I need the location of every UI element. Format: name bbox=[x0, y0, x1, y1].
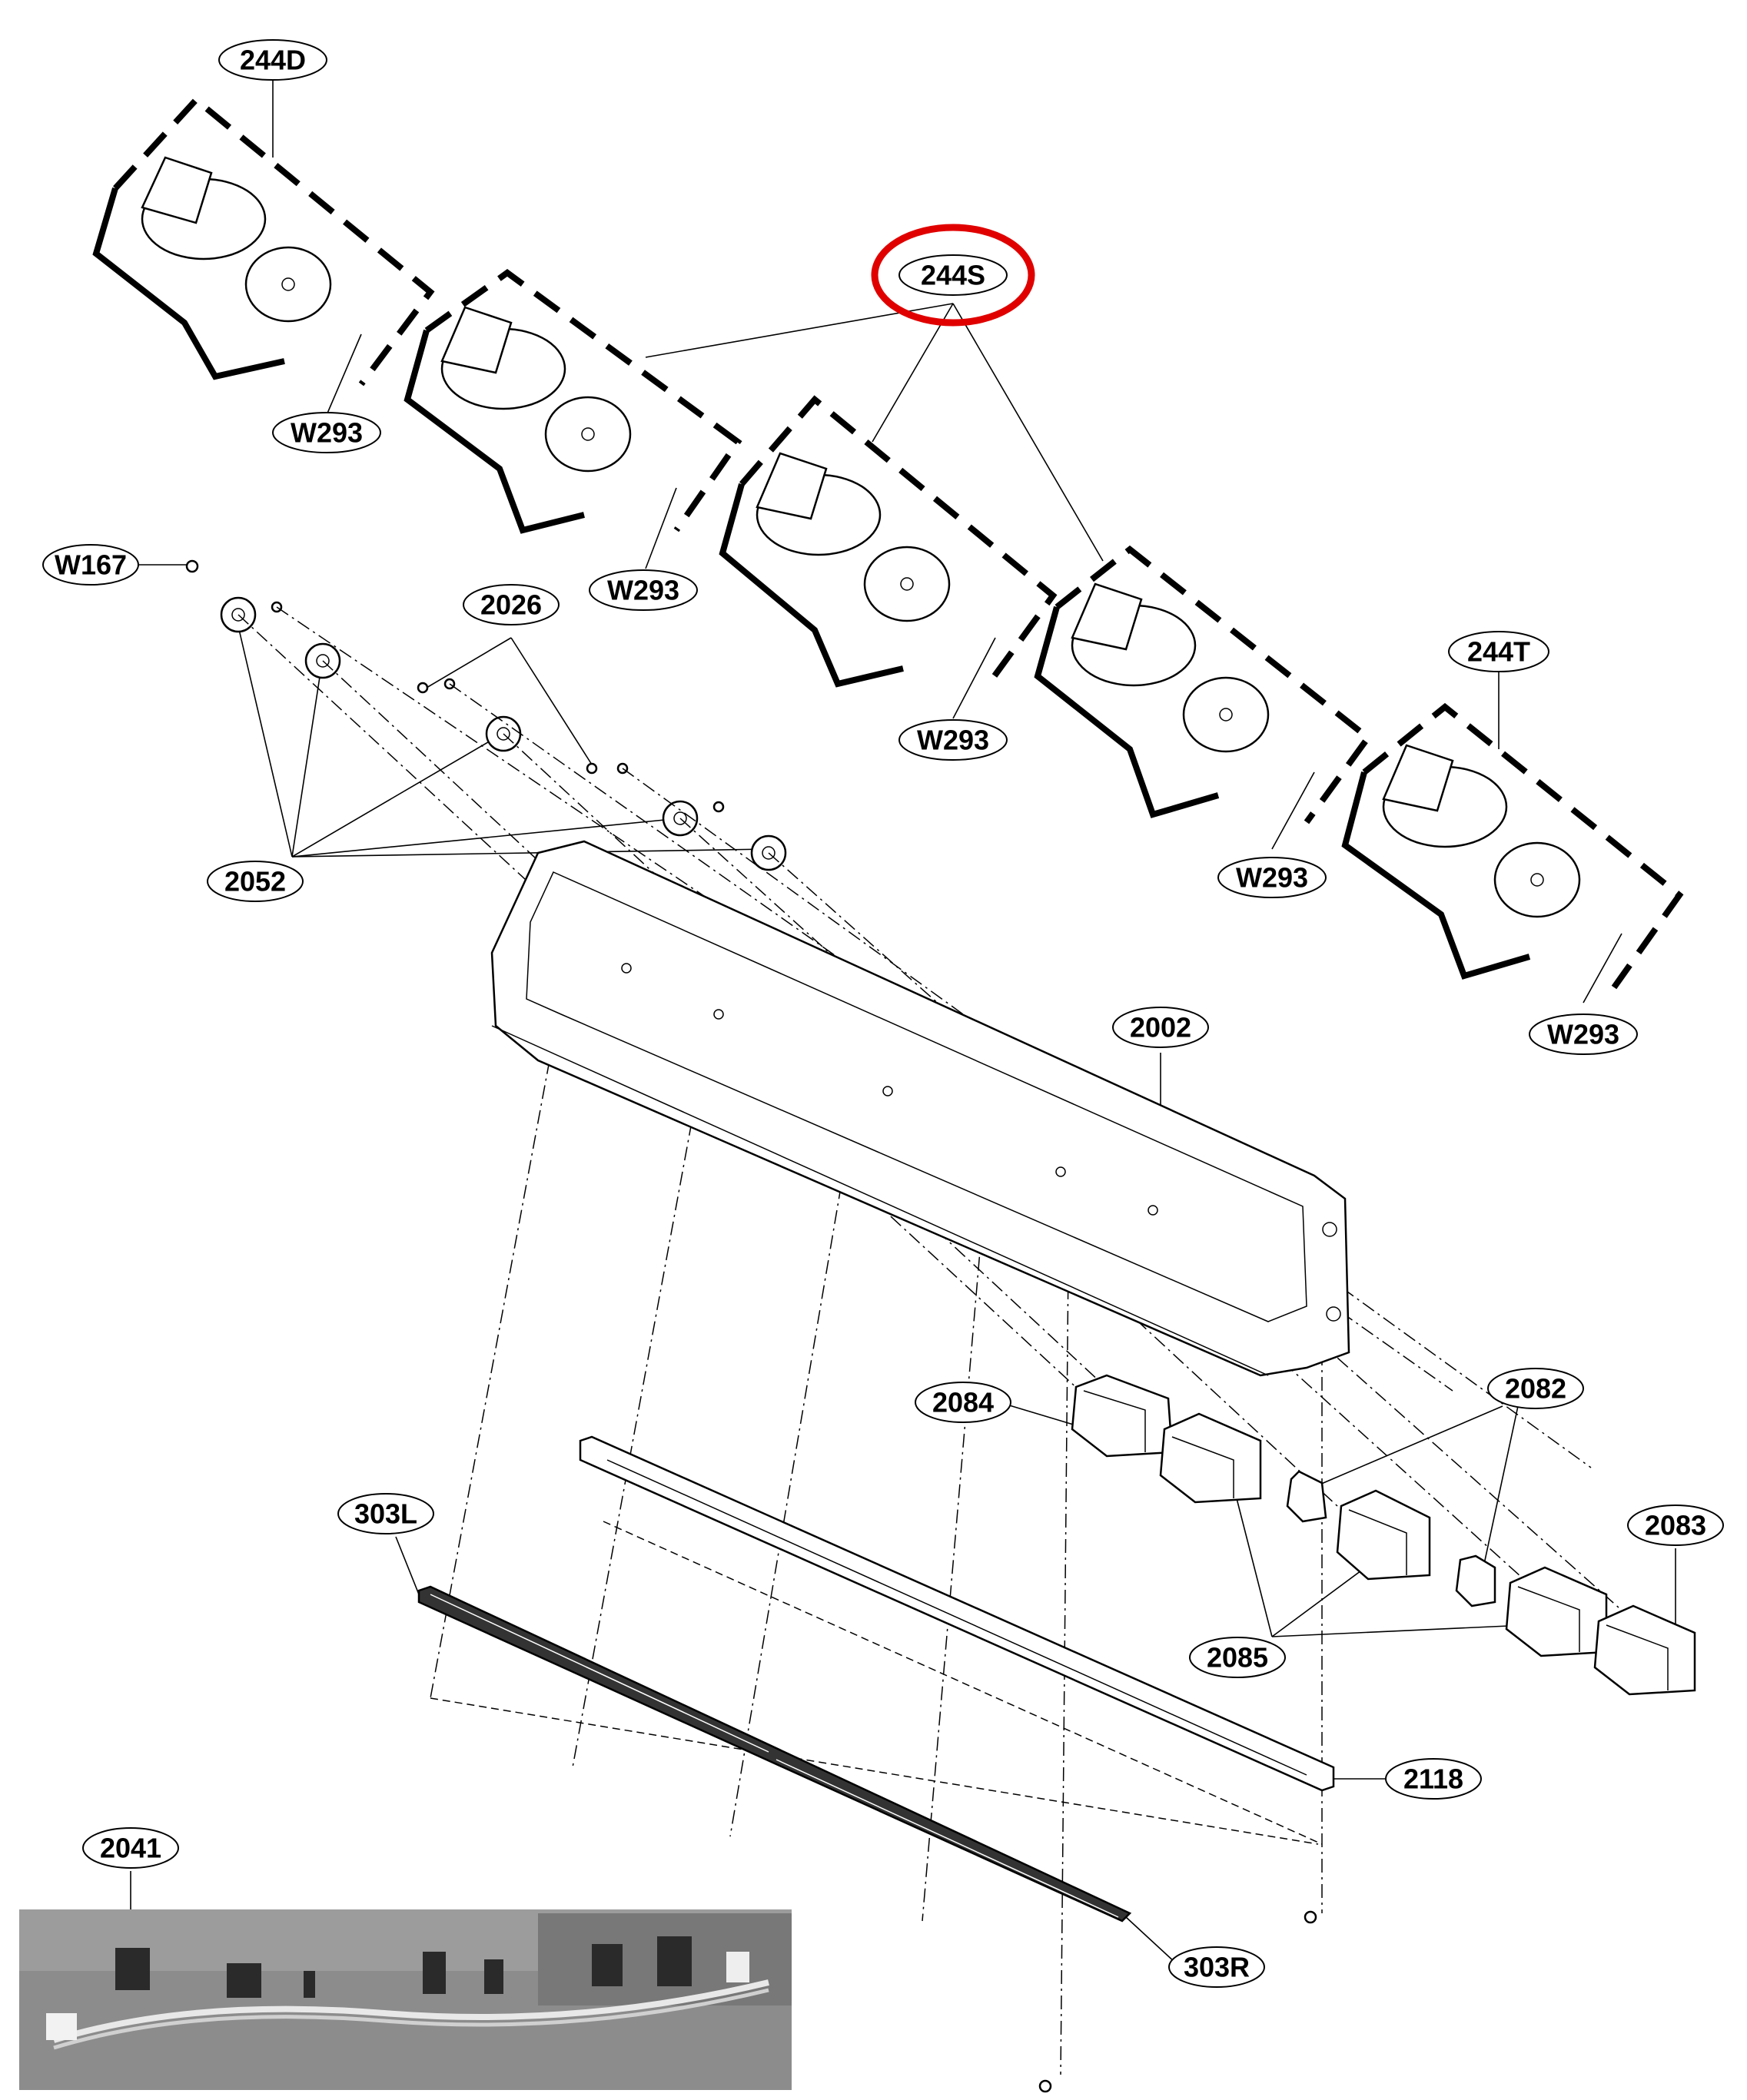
svg-text:2002: 2002 bbox=[1130, 1012, 1191, 1043]
label-2002: 2002 bbox=[1112, 1007, 1209, 1048]
svg-text:303L: 303L bbox=[354, 1498, 417, 1530]
svg-text:W293: W293 bbox=[607, 575, 679, 606]
label-244D: 244D bbox=[218, 39, 327, 81]
svg-text:2052: 2052 bbox=[224, 866, 286, 897]
svg-text:W293: W293 bbox=[1236, 862, 1308, 894]
label-2085: 2085 bbox=[1189, 1637, 1286, 1678]
svg-text:W293: W293 bbox=[1547, 1019, 1619, 1050]
switch-2085-c bbox=[1505, 1566, 1608, 1657]
label-W293-4: W293 bbox=[1217, 857, 1327, 898]
svg-text:W293: W293 bbox=[291, 417, 363, 449]
label-W167: W167 bbox=[42, 544, 139, 586]
switch-2083 bbox=[1593, 1604, 1696, 1696]
label-2118: 2118 bbox=[1385, 1758, 1482, 1800]
svg-text:2041: 2041 bbox=[100, 1833, 161, 1864]
label-2052: 2052 bbox=[207, 861, 304, 902]
knob-icon bbox=[756, 452, 951, 622]
label-2084: 2084 bbox=[915, 1382, 1011, 1423]
label-2082: 2082 bbox=[1487, 1368, 1584, 1409]
svg-text:W293: W293 bbox=[917, 725, 989, 756]
knob-icon bbox=[440, 306, 632, 473]
knob-icon bbox=[1071, 582, 1270, 753]
trim-303 bbox=[417, 1585, 1132, 1923]
svg-text:2118: 2118 bbox=[1403, 1763, 1463, 1795]
label-303R: 303R bbox=[1168, 1946, 1265, 1988]
label-2041: 2041 bbox=[82, 1827, 179, 1869]
knob-icon bbox=[1382, 744, 1581, 918]
knob-group-4 bbox=[1034, 545, 1373, 824]
svg-text:244T: 244T bbox=[1467, 636, 1530, 668]
knob-group-3 bbox=[719, 395, 1058, 688]
svg-text:244S: 244S bbox=[921, 260, 985, 291]
svg-text:W167: W167 bbox=[55, 549, 127, 581]
wire-harness-photo bbox=[19, 1909, 792, 2090]
svg-text:303R: 303R bbox=[1184, 1952, 1250, 1983]
label-W293-2: W293 bbox=[589, 569, 698, 611]
switch-2085-a bbox=[1159, 1412, 1262, 1504]
knob-group-5 bbox=[1341, 702, 1684, 990]
knob-group-1 bbox=[92, 95, 435, 386]
svg-text:244D: 244D bbox=[240, 45, 306, 76]
knob-group-2 bbox=[404, 269, 742, 534]
control-panel-2002 bbox=[490, 840, 1350, 1377]
label-W293-1: W293 bbox=[272, 412, 381, 453]
svg-text:2083: 2083 bbox=[1645, 1510, 1706, 1541]
label-W293-5: W293 bbox=[1529, 1014, 1638, 1055]
label-244T: 244T bbox=[1448, 631, 1549, 672]
svg-text:2084: 2084 bbox=[932, 1387, 994, 1418]
switch-2084 bbox=[1071, 1374, 1174, 1458]
switch-2085-b bbox=[1336, 1489, 1431, 1581]
switch-2082-a bbox=[1286, 1470, 1327, 1523]
label-2083: 2083 bbox=[1627, 1505, 1724, 1546]
knob-icon bbox=[141, 156, 332, 323]
label-244S: 244S bbox=[871, 224, 1035, 327]
label-2026: 2026 bbox=[463, 584, 560, 625]
label-W293-3: W293 bbox=[898, 719, 1008, 761]
switch-2082-b bbox=[1455, 1554, 1496, 1607]
label-303L: 303L bbox=[337, 1493, 434, 1534]
bracket-2118 bbox=[579, 1435, 1335, 1792]
svg-text:2026: 2026 bbox=[480, 589, 542, 621]
svg-text:2082: 2082 bbox=[1505, 1373, 1566, 1405]
svg-text:2085: 2085 bbox=[1207, 1642, 1268, 1674]
part-labels: 244D 244S 244T W293 W293 W293 W293 bbox=[42, 39, 1724, 1988]
